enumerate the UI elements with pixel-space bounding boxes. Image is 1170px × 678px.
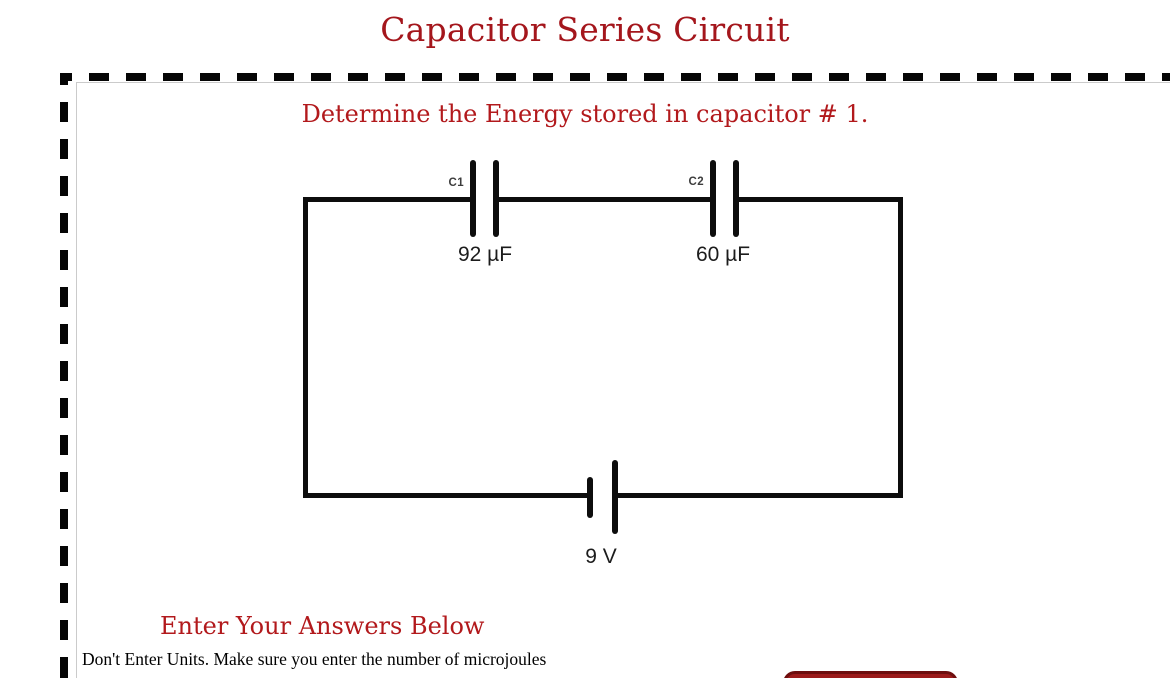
capacitor-c1-value-label: 92 µF: [457, 243, 513, 266]
problem-instruction: Determine the Energy stored in capacitor…: [301, 100, 869, 128]
wire-top-right: [739, 197, 903, 202]
dashed-border-left: [60, 73, 68, 678]
wire-bottom-left: [303, 493, 590, 498]
capacitor-c1-plate-left: [470, 160, 476, 237]
capacitor-c2-plate-right: [733, 160, 739, 237]
wire-top-middle: [499, 197, 710, 202]
page-title: Capacitor Series Circuit: [380, 10, 790, 49]
dashed-border-top: [60, 73, 1170, 81]
problem-canvas: [76, 82, 1170, 678]
capacitor-c2-ref-label: C2: [688, 176, 704, 188]
answers-heading: Enter Your Answers Below: [160, 612, 485, 640]
wire-bottom-right: [615, 493, 903, 498]
capacitor-c1-ref-label: C1: [448, 177, 464, 189]
battery-plate-short: [587, 477, 593, 518]
wire-left: [303, 197, 308, 498]
battery-voltage-label: 9 V: [585, 545, 617, 568]
capacitor-c1-plate-right: [493, 160, 499, 237]
wire-right: [898, 197, 903, 498]
wire-top-left: [303, 197, 470, 202]
capacitor-c2-plate-left: [710, 160, 716, 237]
capacitor-c2-value-label: 60 µF: [695, 243, 751, 266]
answers-note: Don't Enter Units. Make sure you enter t…: [82, 649, 547, 669]
check-answers-button[interactable]: [783, 671, 958, 678]
